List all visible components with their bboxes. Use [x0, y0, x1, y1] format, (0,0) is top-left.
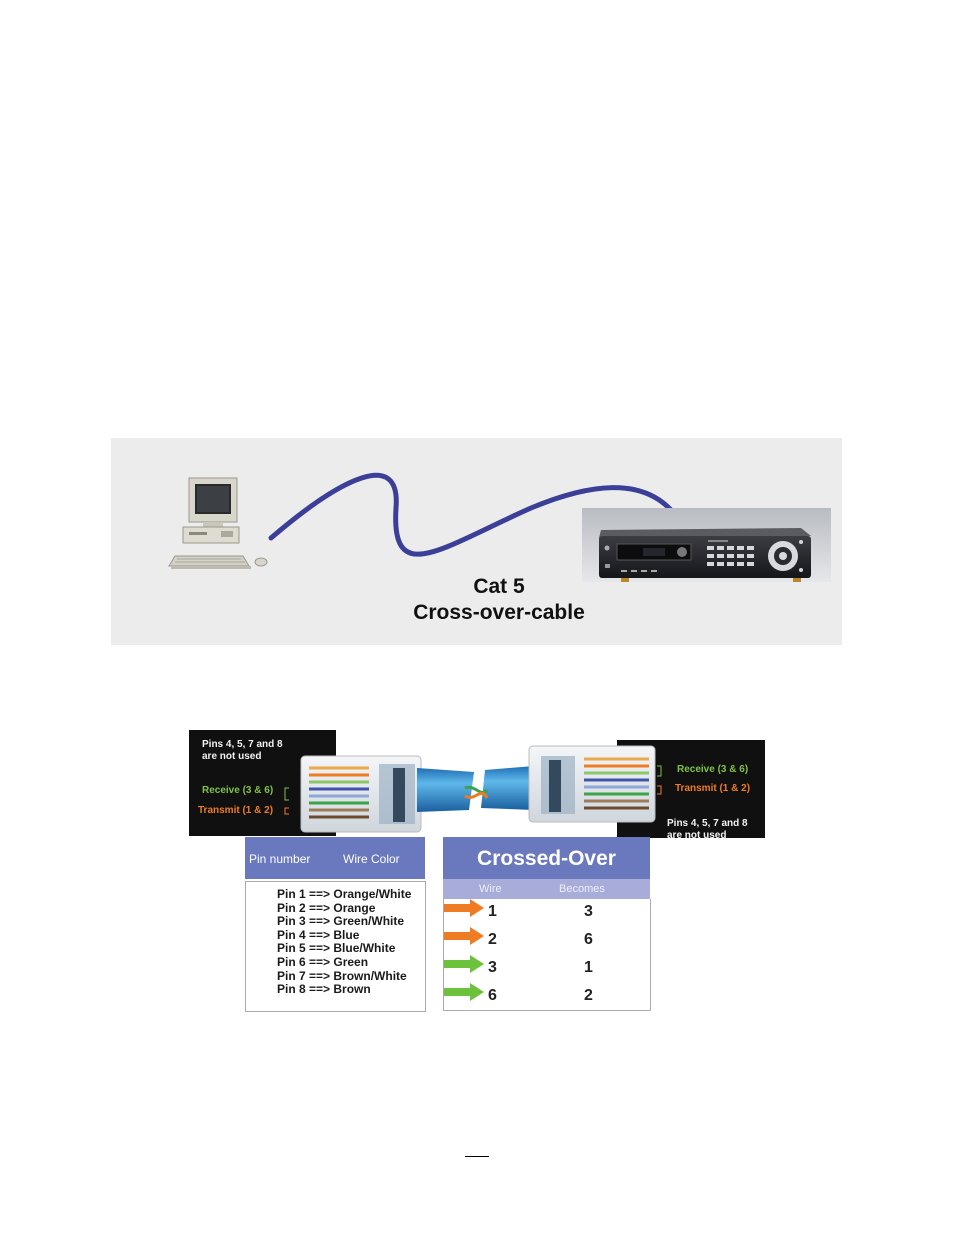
left-receive-label: Receive (3 & 6) — [202, 785, 274, 796]
wire-number: 1 — [488, 903, 497, 920]
becomes-number: 3 — [584, 903, 593, 920]
right-transmit-label: Transmit (1 & 2) — [675, 783, 751, 794]
crossover-wiring-figure: Pins 4, 5, 7 and 8 are not used Receive … — [189, 728, 765, 1013]
caption-line-1: Cat 5 — [473, 575, 525, 598]
cable-connection-figure: Cat 5 Cross-over-cable — [111, 438, 842, 645]
cable-caption: Cat 5 Cross-over-cable — [391, 574, 607, 626]
pin-color-list: Pin 1 ==> Orange/White Pin 2 ==> Orange … — [245, 881, 426, 1012]
orange-arrow-icon — [444, 899, 484, 917]
crossover-row: 1 3 — [444, 899, 650, 927]
left-transmit-label: Transmit (1 & 2) — [198, 805, 274, 816]
blue-cable-icon — [417, 766, 534, 812]
crossover-row: 6 2 — [444, 983, 650, 1011]
becomes-number: 2 — [584, 987, 593, 1004]
becomes-number: 6 — [584, 931, 593, 948]
pin-row: Pin 2 ==> Orange — [277, 900, 376, 915]
pin-row: Pin 1 ==> Orange/White — [277, 887, 412, 901]
pin-row: Pin 7 ==> Brown/White — [277, 968, 407, 983]
pin-number-heading: Pin number — [249, 852, 311, 866]
pin-row: Pin 6 ==> Green — [277, 954, 369, 969]
crossed-over-title: Crossed-Over — [443, 837, 650, 879]
wire-color-heading: Wire Color — [343, 852, 400, 866]
left-rj45-plug-icon — [300, 755, 422, 833]
wire-number: 2 — [488, 931, 497, 948]
dvr-recorder-icon — [582, 508, 831, 582]
crossed-over-table: 1 3 2 6 3 1 6 2 — [443, 899, 651, 1011]
pin-row: Pin 3 ==> Green/White — [277, 914, 405, 929]
desktop-computer-icon — [168, 477, 268, 569]
becomes-number: 1 — [584, 959, 593, 976]
becomes-heading: Becomes — [559, 883, 605, 895]
crossover-row: 3 1 — [444, 955, 650, 983]
pin-row: Pin 4 ==> Blue — [277, 927, 360, 942]
page-number-rule — [465, 1156, 489, 1157]
pin-row: Pin 8 ==> Brown — [277, 982, 371, 997]
wire-heading: Wire — [479, 883, 502, 895]
crossover-row: 2 6 — [444, 927, 650, 955]
right-receive-label: Receive (3 & 6) — [677, 764, 749, 775]
pin-row: Pin 5 ==> Blue/White — [277, 941, 396, 956]
wire-number: 6 — [488, 987, 497, 1004]
left-unused-note: Pins 4, 5, 7 and 8 are not used — [202, 739, 283, 762]
wire-number: 3 — [488, 959, 497, 976]
green-arrow-icon — [444, 955, 484, 973]
cat5-cable — [268, 472, 674, 557]
green-arrow-icon — [444, 983, 484, 1001]
crossed-over-subheader: Wire Becomes — [443, 879, 650, 899]
caption-line-2: Cross-over-cable — [413, 601, 585, 624]
right-unused-note: Pins 4, 5, 7 and 8 are not used — [667, 818, 748, 841]
pin-table-header: Pin number Wire Color — [245, 837, 425, 879]
right-rj45-plug-icon — [528, 745, 656, 823]
orange-arrow-icon — [444, 927, 484, 945]
